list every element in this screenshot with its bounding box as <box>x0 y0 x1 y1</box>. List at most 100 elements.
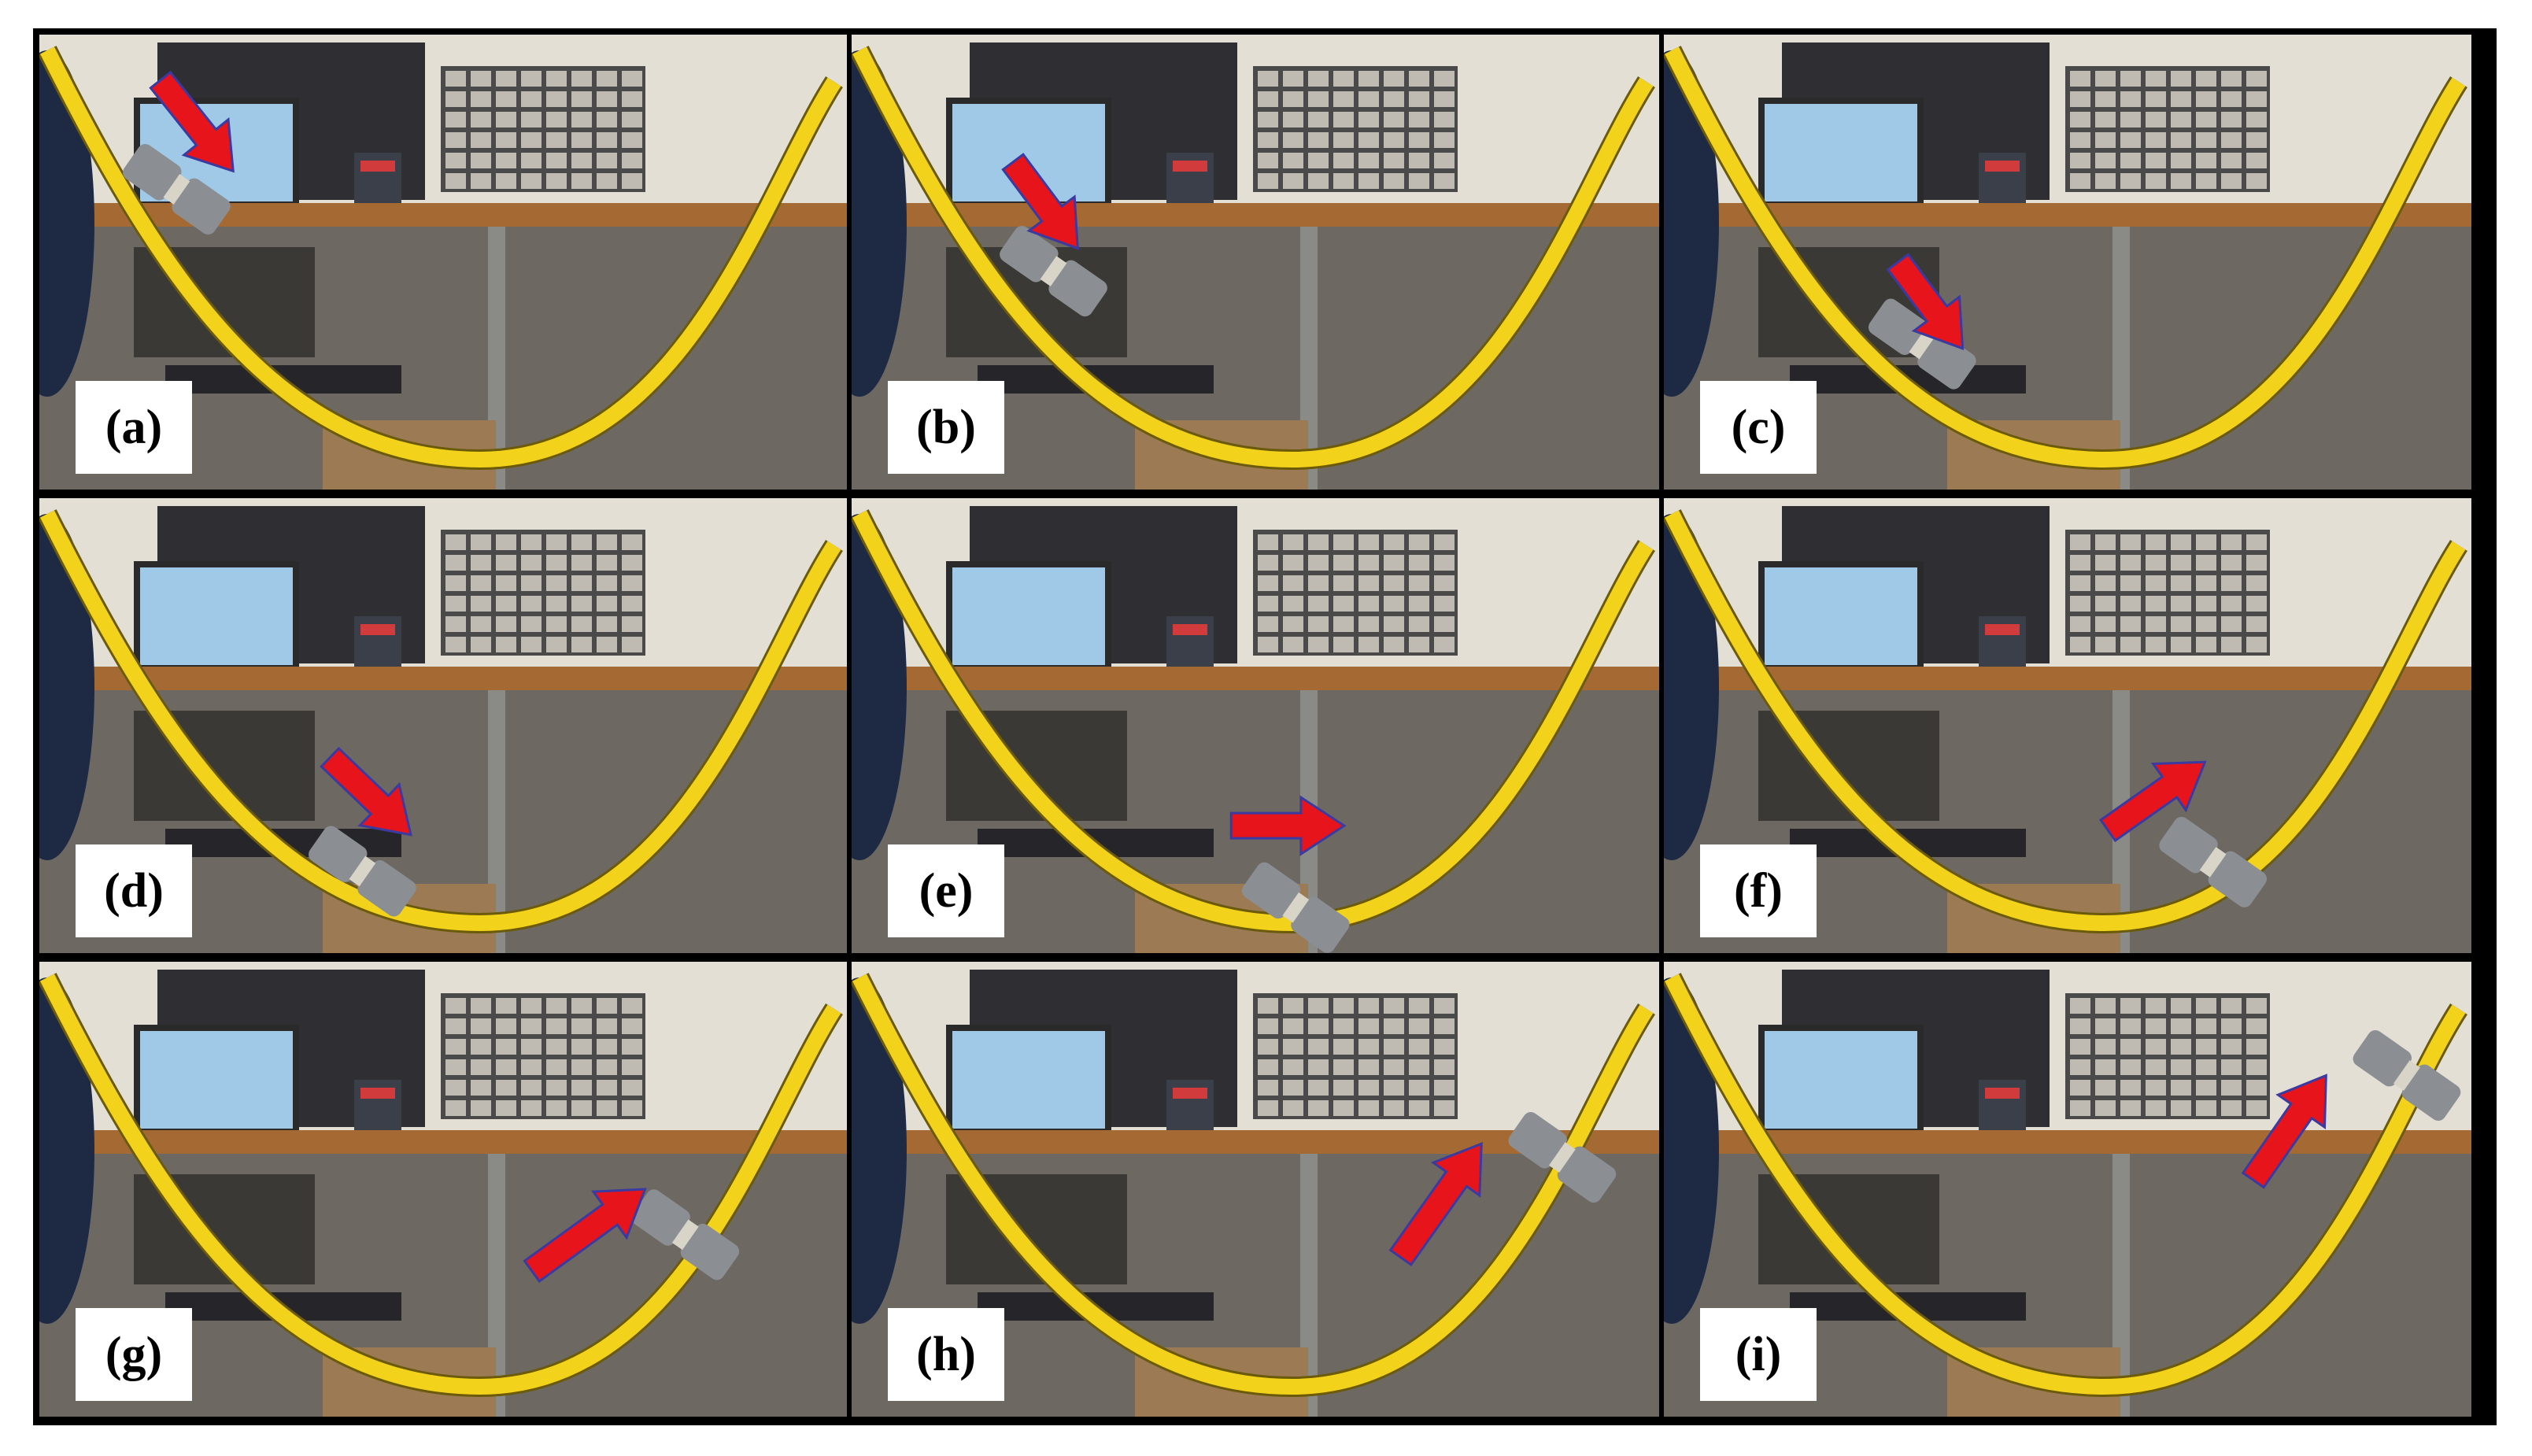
drawer-bin <box>1283 1080 1303 1096</box>
drawer-bin <box>1409 575 1429 591</box>
drawer-bin <box>2221 173 2242 189</box>
drawer-bin <box>2146 1100 2166 1116</box>
robot-module <box>172 178 231 235</box>
drawer-bin <box>1333 1059 1354 1075</box>
drawer-bin <box>1434 555 1455 571</box>
drawer-bin <box>2171 998 2191 1014</box>
drawer-bin <box>1358 71 1379 87</box>
drawer-bin <box>1308 132 1329 148</box>
drawer-bin <box>471 132 491 148</box>
drawer-bin <box>1409 534 1429 550</box>
robot-module <box>631 1189 690 1246</box>
drawer-bin <box>1384 112 1404 127</box>
yellow-cable <box>40 974 841 1395</box>
drawer-bin <box>1358 1018 1379 1034</box>
drawer-bin <box>2146 1039 2166 1055</box>
drawer-bin <box>2146 998 2166 1014</box>
drawer-bin <box>622 534 642 550</box>
drawer-bin <box>2146 153 2166 168</box>
drawer-bin <box>2070 112 2090 127</box>
drawer-bin <box>2246 1100 2267 1116</box>
drawer-bin <box>2120 1018 2141 1034</box>
drawer-bin <box>2221 132 2242 148</box>
arrow-shape <box>1229 795 1347 856</box>
drawer-bin <box>1333 998 1354 1014</box>
drawer-bin <box>1308 998 1329 1014</box>
drawer-bin <box>1434 173 1455 189</box>
drawer-bin <box>471 1018 491 1034</box>
drawer-bin <box>1384 1039 1404 1055</box>
drawer-bin <box>2120 1059 2141 1075</box>
drawer-bin <box>445 153 466 168</box>
desk-top <box>1664 1130 2471 1154</box>
drawer-bin <box>2120 534 2141 550</box>
panel-label: (a) <box>76 381 192 474</box>
drawer-bin <box>471 1059 491 1075</box>
drawer-bin <box>622 132 642 148</box>
drawer-bin <box>1434 637 1455 652</box>
drawer-bin <box>2070 91 2090 107</box>
drawer-bin <box>2146 596 2166 612</box>
panel-label: (g) <box>76 1308 192 1401</box>
drawer-bin <box>2146 1080 2166 1096</box>
drawer-bin <box>521 555 542 571</box>
drawer-bin <box>2146 1059 2166 1075</box>
robot-hinge <box>1549 1142 1576 1173</box>
drawer-bin <box>445 637 466 652</box>
drawer-bin <box>521 616 542 632</box>
drawer-bin <box>1258 91 1278 107</box>
panel-label: (f) <box>1700 844 1817 937</box>
drawer-bin <box>622 1018 642 1034</box>
drawer-bin <box>521 71 542 87</box>
photo-panel: (g) <box>39 962 847 1417</box>
drawer-bin <box>597 1080 617 1096</box>
robot-module <box>2159 816 2218 874</box>
drawer-bin <box>1384 1100 1404 1116</box>
drawer-bin <box>1308 1039 1329 1055</box>
drawer-bin <box>2070 153 2090 168</box>
storage-drawers <box>441 530 645 656</box>
drawer-bin <box>2146 534 2166 550</box>
panel-label: (i) <box>1700 1308 1817 1401</box>
drawer-bin <box>1258 1059 1278 1075</box>
drawer-bin <box>521 153 542 168</box>
psu-display <box>360 1088 395 1099</box>
drawer-bin <box>546 153 567 168</box>
psu-display <box>1173 161 1207 172</box>
drawer-bin <box>2146 112 2166 127</box>
drawer-bin <box>496 596 516 612</box>
drawer-bin <box>622 153 642 168</box>
drawer-bin <box>2120 71 2141 87</box>
drawer-bin <box>1333 596 1354 612</box>
robot-module <box>1048 260 1107 317</box>
drawer-bin <box>1409 998 1429 1014</box>
drawer-bin <box>622 173 642 189</box>
robot-hinge <box>671 1219 699 1251</box>
drawer-bin <box>597 91 617 107</box>
drawer-bin <box>2095 596 2116 612</box>
drawer-bin <box>1434 575 1455 591</box>
drawer-bin <box>2171 534 2191 550</box>
drawer-bin <box>546 112 567 127</box>
drawer-bin <box>1409 637 1429 652</box>
drawer-bin <box>1384 91 1404 107</box>
drawer-bin <box>1283 616 1303 632</box>
drawer-bin <box>2196 637 2216 652</box>
drawer-bin <box>2146 91 2166 107</box>
drawer-bin <box>1358 153 1379 168</box>
drawer-bin <box>2171 575 2191 591</box>
drawer-bin <box>471 173 491 189</box>
drawer-bin <box>2246 153 2267 168</box>
drawer-bin <box>1358 173 1379 189</box>
photo-panel: (d) <box>39 498 847 953</box>
drawer-bin <box>1384 1059 1404 1075</box>
drawer-bin <box>1283 153 1303 168</box>
drawer-bin <box>1358 1100 1379 1116</box>
psu-display <box>1985 624 2020 635</box>
drawer-bin <box>1258 112 1278 127</box>
yellow-cable <box>40 510 841 932</box>
drawer-bin <box>546 1100 567 1116</box>
psu-display <box>360 161 395 172</box>
drawer-bin <box>1283 71 1303 87</box>
storage-drawers <box>2065 993 2270 1119</box>
